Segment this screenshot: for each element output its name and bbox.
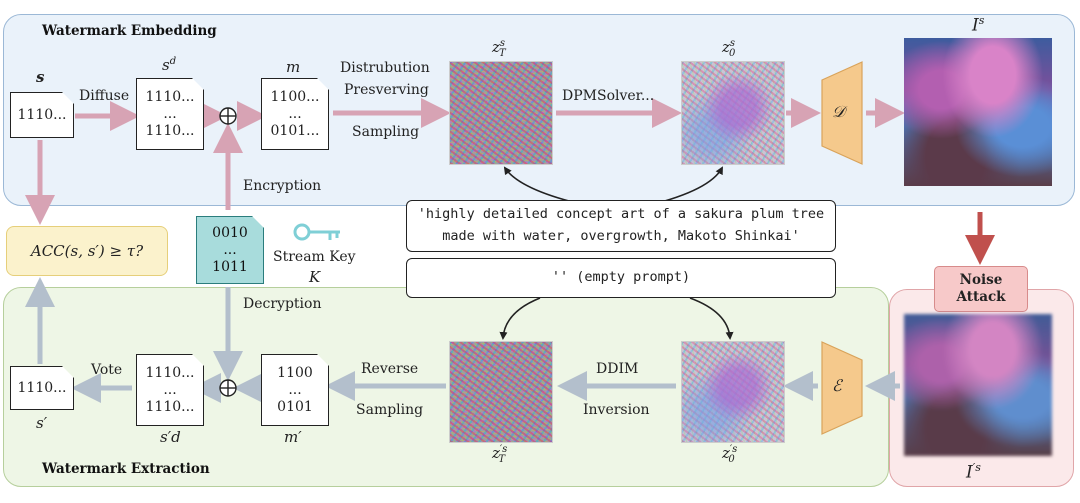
sd-lines: 1110......1110...: [145, 88, 195, 139]
std-doc: 1110......1110...: [136, 354, 204, 426]
zTp-label: z′sT: [492, 444, 508, 465]
key-K-label: K: [309, 268, 321, 286]
z0-label: zs0: [722, 38, 736, 59]
encryption-label: Encryption: [243, 178, 322, 194]
watermarked-image: [904, 38, 1052, 186]
z0p-partial-image: [681, 341, 785, 443]
z0p-label: z′s0: [722, 444, 738, 465]
m-label: m: [286, 58, 301, 76]
stream-key-label: Stream Key: [273, 249, 356, 265]
reverse-line-2: Sampling: [356, 402, 424, 418]
std-lines: 1110......1110...: [145, 364, 195, 415]
acc-check: ACC(s, s′) ≥ τ?: [6, 226, 168, 276]
zT-label: zsT: [492, 38, 506, 59]
vote-label: Vote: [91, 362, 123, 378]
reverse-line-1: Reverse: [361, 361, 419, 377]
s-value: 1110...: [17, 107, 67, 123]
key-doc: 0010...1011: [196, 216, 264, 284]
Ips-label: I′s: [966, 461, 981, 483]
mp-doc: 1100...0101: [261, 354, 329, 426]
ddim-line-1: DDIM: [596, 361, 639, 377]
z0-partial-image: [681, 61, 785, 165]
zTp-noise-image: [449, 341, 553, 443]
encoder-symbol: ℰ: [832, 376, 842, 395]
key-icon: [293, 223, 340, 241]
ddim-line-2: Inversion: [583, 402, 650, 418]
sd-label: sd: [162, 56, 177, 74]
s-doc: 1110...: [10, 92, 74, 138]
embedding-title: Watermark Embedding: [42, 23, 217, 39]
dist-line-3: Sampling: [352, 124, 420, 140]
m-doc: 1100......0101...: [261, 78, 329, 150]
s-prime-label: s′: [36, 414, 48, 432]
s-label: s: [36, 68, 45, 86]
zT-noise-image: [449, 61, 553, 165]
dpm-label: DPMSolver...: [562, 88, 655, 104]
extraction-title: Watermark Extraction: [42, 461, 210, 477]
text-prompt: 'highly detailed concept art of a sakura…: [406, 200, 836, 252]
mp-label: m′: [284, 428, 302, 446]
decryption-label: Decryption: [243, 296, 322, 312]
mp-lines: 1100...0101: [277, 364, 313, 415]
noised-image: [904, 314, 1052, 456]
s-prime-doc: 1110...: [10, 366, 74, 410]
sd-doc: 1110......1110...: [136, 78, 204, 150]
diffuse-label: Diffuse: [79, 88, 130, 104]
s-prime-value: 1110...: [17, 380, 67, 396]
m-lines: 1100......0101...: [270, 88, 320, 139]
dist-line-1: Distrubution: [340, 60, 430, 76]
dist-line-2: Presverving: [344, 82, 429, 98]
Is-label: Is: [972, 14, 985, 36]
key-lines: 0010...1011: [212, 224, 248, 275]
std-label: s′d: [160, 428, 181, 446]
decoder-symbol: 𝒟: [832, 102, 845, 121]
empty-prompt: '' (empty prompt): [406, 258, 836, 298]
